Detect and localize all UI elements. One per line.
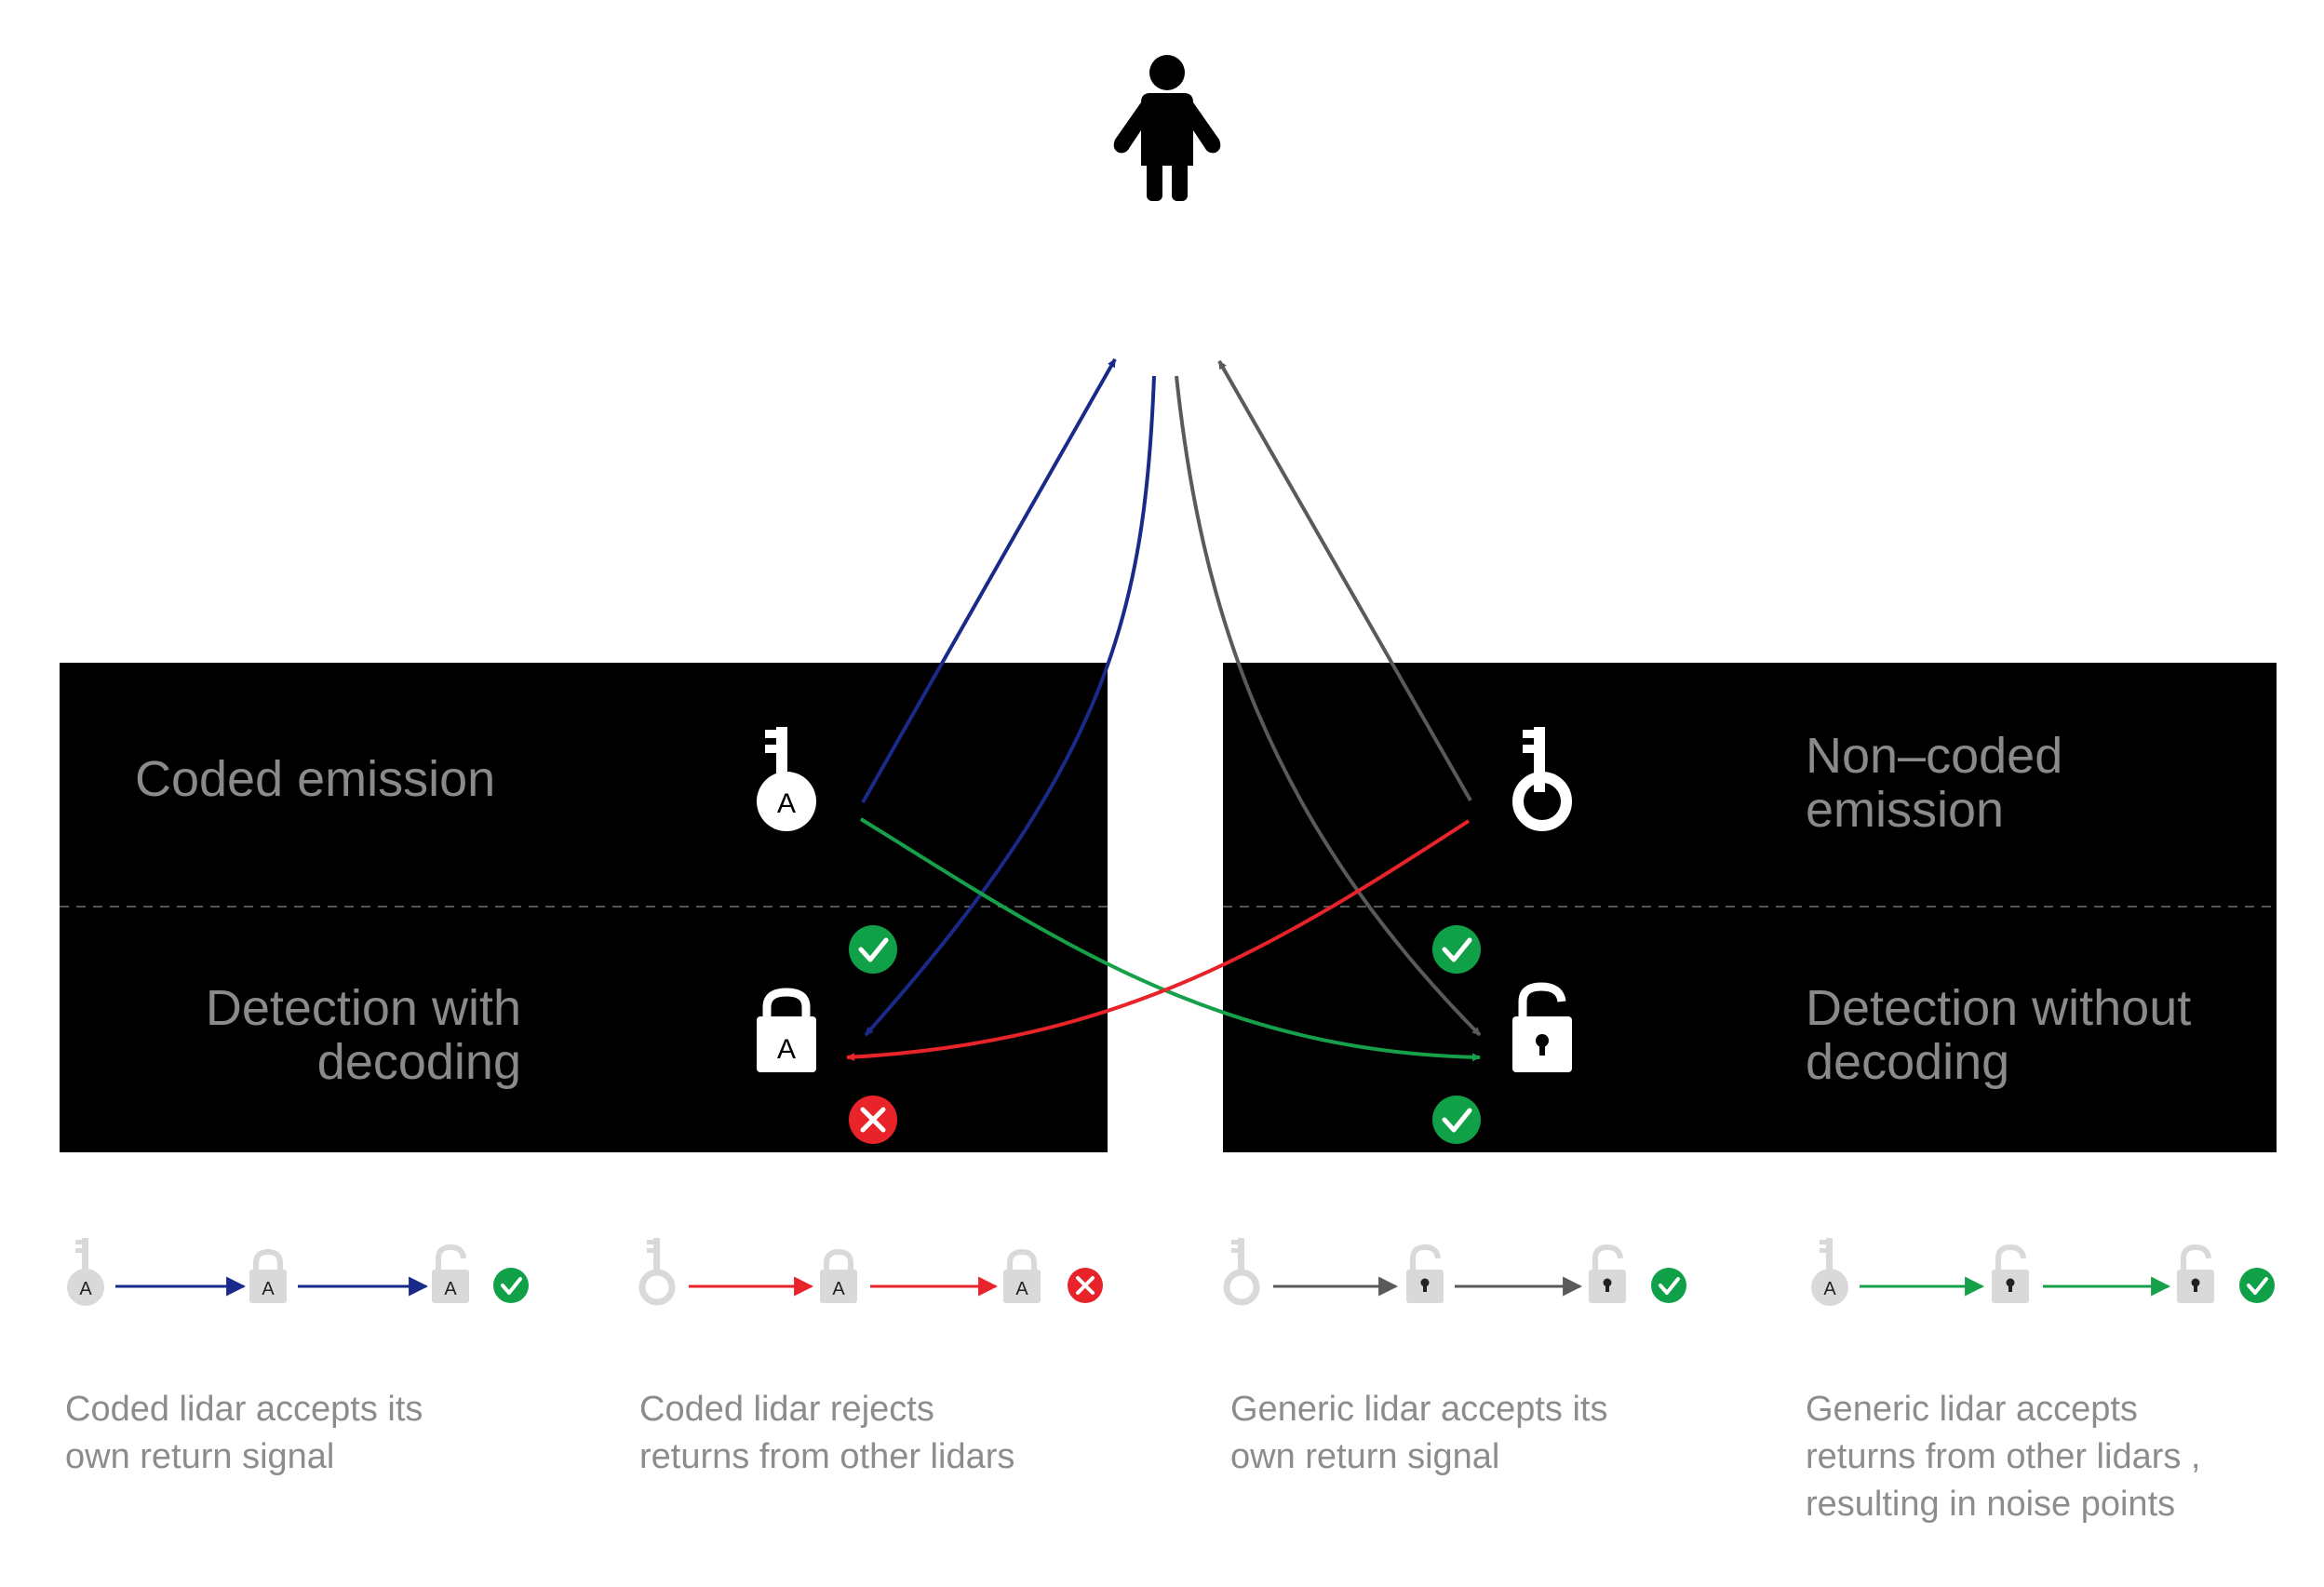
accept-check-icon [1432,925,1481,974]
svg-text:A: A [444,1279,457,1299]
legend-generic-accepts-own [1223,1238,1686,1306]
legend-coded-accepts-own: A A A [67,1238,529,1306]
legend-key-icon: A [1811,1238,1848,1306]
svg-text:A: A [832,1279,845,1299]
legend-caption-coded-accepts-own: Coded lidar accepts its own return signa… [65,1390,423,1476]
generic-emission-path [1217,360,1472,801]
legend-key-icon [1223,1238,1260,1306]
padlock-icon: A [757,988,816,1072]
legend-padlock-icon: A [249,1248,287,1303]
person-icon [1113,55,1221,201]
legend-caption-generic-accepts-own: Generic lidar accepts its own return sig… [1230,1390,1608,1476]
legend-check-icon [493,1268,529,1303]
coded-key-icon: A [757,727,816,831]
svg-text:A: A [1015,1279,1028,1299]
legend-caption-generic-accepts-others: Generic lidar accepts returns from other… [1806,1390,2201,1524]
legend-unlocked-padlock-icon [1992,1244,2029,1303]
legend-unlocked-padlock-icon [1589,1244,1626,1303]
legend-generic-accepts-others: A [1811,1238,2275,1306]
coded-to-generic-path [859,817,1481,1062]
generic-return-path [1175,375,1482,1037]
legend-check-icon [2239,1268,2275,1303]
generic-to-coded-path [846,819,1471,1062]
legend-key-icon [638,1238,676,1306]
accept-check-icon [849,925,897,974]
coded-key-letter: A [777,788,796,819]
svg-text:A: A [79,1279,92,1299]
coded-return-path [864,375,1156,1037]
svg-text:A: A [262,1279,275,1299]
unlocked-padlock-icon [1512,982,1572,1072]
coded-emission-label: Coded emission [135,751,496,807]
svg-text:A: A [1823,1279,1836,1299]
detection-with-decoding-label: Detection with decoding [205,980,521,1090]
legend-key-icon: A [67,1238,104,1306]
legend-unlocked-padlock-icon: A [432,1244,469,1303]
non-coded-emission-label: Non–coded emission [1806,728,2063,838]
legend-unlocked-padlock-icon [2177,1244,2214,1303]
legend-coded-rejects-others: A A [638,1238,1103,1306]
detection-without-decoding-label: Detection without decoding [1806,980,2192,1090]
legend-padlock-icon: A [1003,1248,1041,1303]
legend-cross-icon [1068,1268,1103,1303]
legend-unlocked-padlock-icon [1406,1244,1444,1303]
padlock-letter: A [777,1034,796,1065]
key-icon [1512,727,1572,831]
accept-check-icon [1432,1096,1481,1144]
legend-caption-coded-rejects-others: Coded lidar rejects returns from other l… [639,1390,1015,1476]
reject-cross-icon [849,1096,897,1144]
coded-emission-path [861,358,1117,803]
legend-check-icon [1651,1268,1686,1303]
legend-padlock-icon: A [820,1248,857,1303]
